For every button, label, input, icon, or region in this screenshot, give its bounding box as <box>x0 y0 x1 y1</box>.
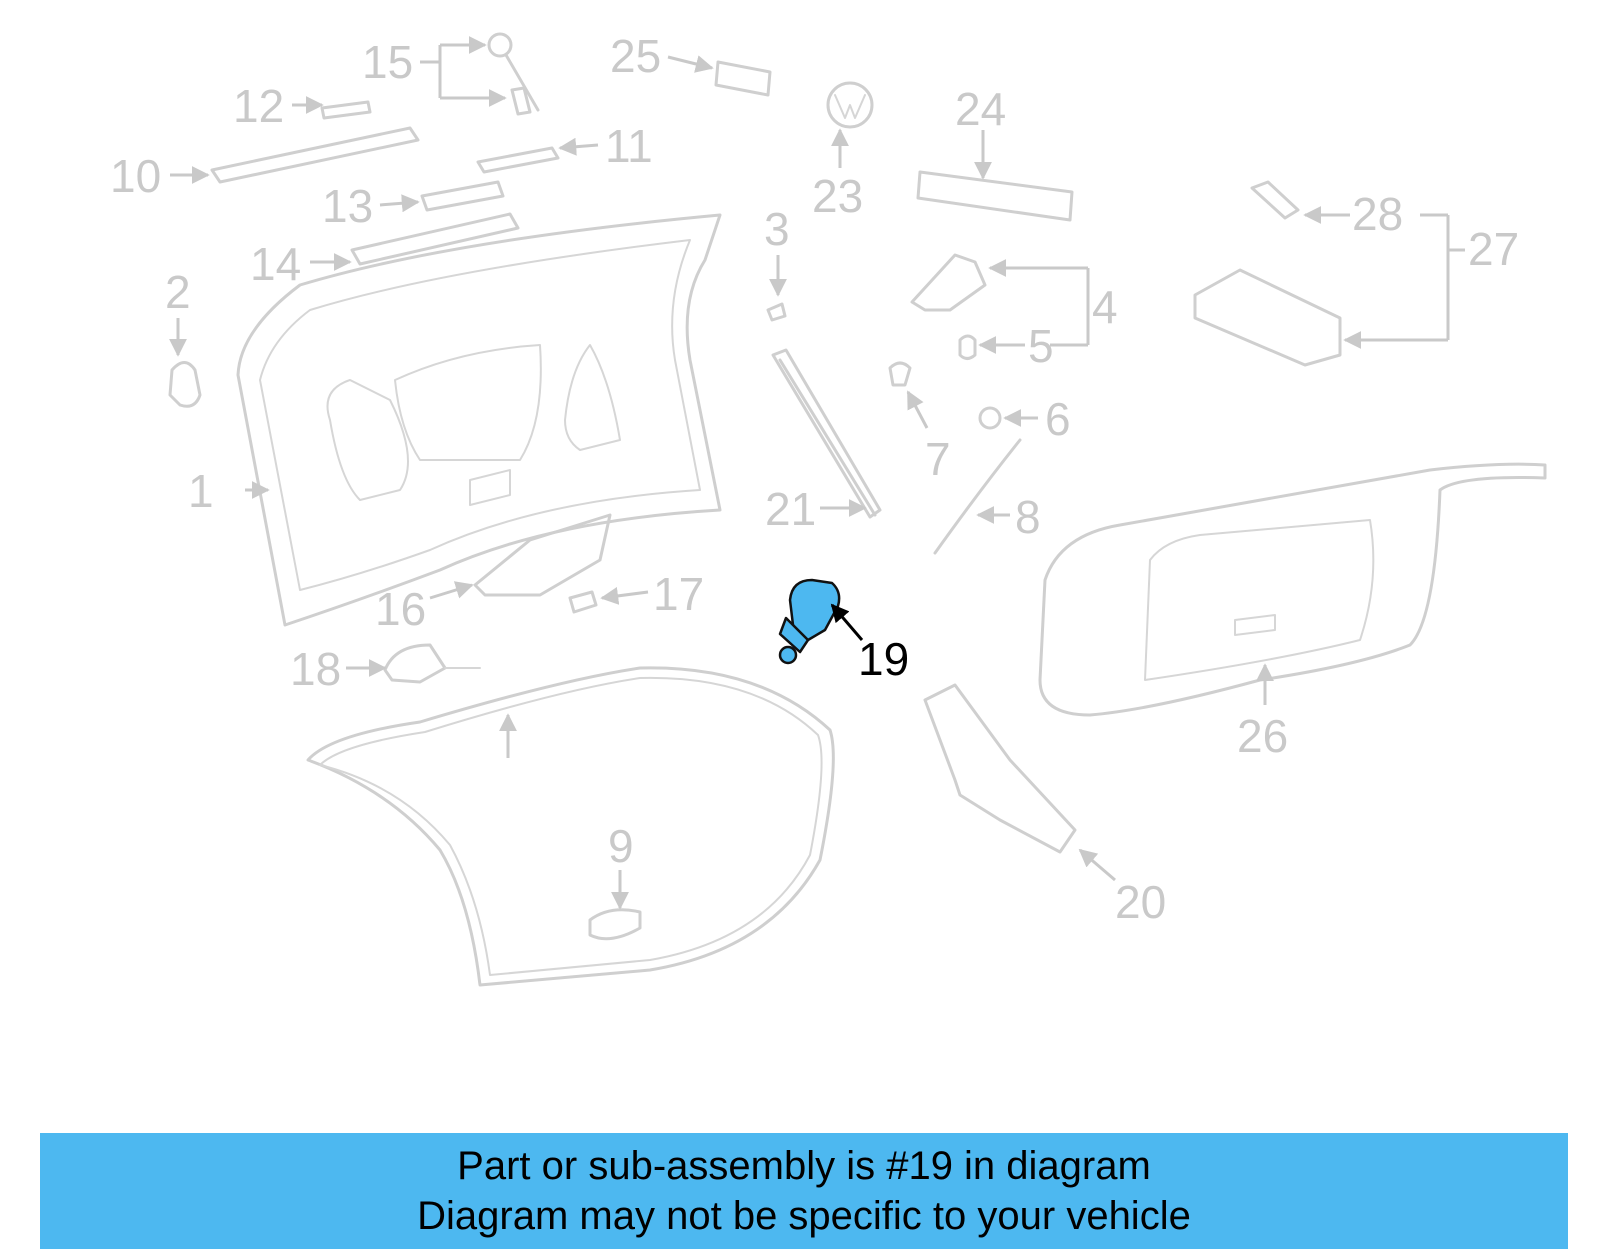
leader-lines <box>169 36 1465 910</box>
callout-17: 17 <box>653 568 704 620</box>
callout-1: 1 <box>188 465 214 517</box>
banner-part-reference: Part or sub-assembly is #19 in diagram <box>457 1144 1151 1188</box>
callout-23: 23 <box>812 170 863 222</box>
callout-28: 28 <box>1352 188 1403 240</box>
callout-8: 8 <box>1015 491 1041 543</box>
callout-19: 19 <box>858 633 909 685</box>
callout-27: 27 <box>1468 223 1519 275</box>
callout-21: 21 <box>765 483 816 535</box>
gas-strut-part <box>771 348 882 519</box>
nut-part-6 <box>978 406 1002 430</box>
trim-part-12 <box>320 100 372 120</box>
callout-25: 25 <box>610 30 661 82</box>
info-banner: Part or sub-assembly is #19 in diagram D… <box>40 1133 1568 1249</box>
callout-5: 5 <box>1028 320 1054 372</box>
hinge-bracket-part <box>910 253 987 360</box>
callout-15: 15 <box>362 36 413 88</box>
grommet-part-7 <box>888 361 912 387</box>
banner-disclaimer: Diagram may not be specific to your vehi… <box>417 1194 1191 1238</box>
weatherstrip-part-9 <box>306 666 835 987</box>
callout-4: 4 <box>1092 281 1118 333</box>
callout-7: 7 <box>925 433 951 485</box>
handle-assembly-part-27 <box>1193 268 1342 367</box>
callout-26: 26 <box>1237 710 1288 762</box>
callout-24: 24 <box>955 83 1006 135</box>
bumper-stop-part <box>168 361 202 408</box>
cover-part-28 <box>1250 180 1300 220</box>
callout-18: 18 <box>290 643 341 695</box>
lock-cylinder-part-15 <box>487 32 540 116</box>
trim-part-11 <box>476 146 560 174</box>
callout-6: 6 <box>1045 393 1071 445</box>
callout-14: 14 <box>250 238 301 290</box>
actuator-part-18 <box>383 643 481 684</box>
hinge-part-20 <box>923 683 1077 854</box>
callout-13: 13 <box>322 180 373 232</box>
callout-12: 12 <box>233 80 284 132</box>
clip-part-3 <box>766 302 787 322</box>
callout-3: 3 <box>764 203 790 255</box>
clip-part-17 <box>568 590 598 614</box>
trunk-lid-part <box>236 213 722 627</box>
highlighted-part-19[interactable] <box>778 578 841 665</box>
callout-16: 16 <box>375 583 426 635</box>
callout-labels: 1 2 3 4 5 6 7 8 9 10 11 12 13 14 15 16 1… <box>110 30 1519 928</box>
callout-11: 11 <box>605 120 653 172</box>
emblem-part-23 <box>826 81 874 129</box>
callout-9: 9 <box>608 820 634 872</box>
callout-10: 10 <box>110 150 161 202</box>
trim-strip-part-10 <box>210 126 420 184</box>
support-rod-part <box>933 438 1022 555</box>
badge-part-25 <box>714 60 772 97</box>
callout-20: 20 <box>1115 876 1166 928</box>
trunk-liner-part-26 <box>1038 462 1547 717</box>
trim-part-13 <box>420 180 505 212</box>
latch-part-16 <box>473 513 612 597</box>
callout-2: 2 <box>165 266 191 318</box>
trim-plate-part-24 <box>916 170 1074 222</box>
plate-part-14 <box>350 212 520 266</box>
